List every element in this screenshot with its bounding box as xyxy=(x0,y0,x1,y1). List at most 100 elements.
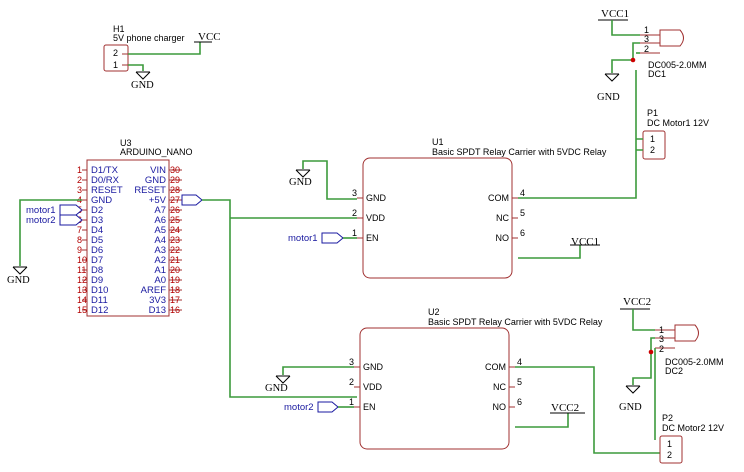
u2-relay[interactable]: U2 Basic SPDT Relay Carrier with 5VDC Re… xyxy=(349,307,603,450)
net-vcc2-dc2: VCC2 xyxy=(623,296,651,308)
u3-pin-number: 28 xyxy=(170,185,180,195)
u3-pin-name: A1 xyxy=(154,265,166,276)
u3-value: ARDUINO_NANO xyxy=(120,147,193,157)
wire-u2-com-p2 xyxy=(515,366,660,454)
wire-5v-u2-vdd xyxy=(202,199,357,398)
u2-pin-name: NO xyxy=(493,402,507,412)
dc2-jack[interactable]: 1 3 2 DC005-2.0MM DC2 xyxy=(655,324,724,376)
p2-motor-connector[interactable]: P2 DC Motor2 12V 1 2 xyxy=(659,413,724,464)
p2-pin-2: 2 xyxy=(667,450,672,460)
p1-body xyxy=(642,130,666,160)
u3-pin-name: D0/RX xyxy=(91,175,120,186)
svg-text:motor1: motor1 xyxy=(288,233,318,244)
u1-pin-number: 4 xyxy=(520,188,525,198)
dc2-ref: DC2 xyxy=(665,366,683,376)
u3-pin-name: D9 xyxy=(91,275,103,286)
u3-pin-name: D1/TX xyxy=(91,165,119,176)
u3-pin-name: D8 xyxy=(91,265,103,276)
svg-text:motor1: motor1 xyxy=(26,205,56,216)
dc2-pin-2: 2 xyxy=(659,344,664,354)
u1-pin-number: 2 xyxy=(352,208,357,218)
u3-pin-name: GND xyxy=(145,175,166,186)
wire-p1 xyxy=(636,138,643,151)
u1-body xyxy=(362,157,513,279)
p1-motor-connector[interactable]: P1 DC Motor1 12V 1 2 xyxy=(642,108,709,160)
u3-body xyxy=(86,159,170,317)
junction-dc2 xyxy=(648,349,654,355)
p1-ref: P1 xyxy=(647,108,658,118)
wire-u3-gnd xyxy=(19,199,82,266)
u3-pin-name: RESET xyxy=(134,185,166,196)
u3-ref: U3 xyxy=(120,138,132,148)
u1-pin-name: NO xyxy=(496,233,510,243)
u1-relay[interactable]: U1 Basic SPDT Relay Carrier with 5VDC Re… xyxy=(352,137,607,279)
u3-pin-name: A6 xyxy=(154,215,166,226)
u3-pin-name: A0 xyxy=(154,275,166,286)
net-flag-motor2-u3[interactable]: motor2 xyxy=(26,214,83,226)
u3-pin-number: 19 xyxy=(170,275,180,285)
u1-pin-name: NC xyxy=(496,213,509,223)
u3-pin-number: 14 xyxy=(77,295,87,305)
u3-pin-name: 3V3 xyxy=(149,295,166,306)
u3-pin-number: 21 xyxy=(170,255,180,265)
u1-pin-number: 6 xyxy=(520,228,525,238)
u3-pin-name: VIN xyxy=(150,165,166,176)
u2-ref: U2 xyxy=(428,307,440,317)
u3-pin-number: 26 xyxy=(170,205,180,215)
u3-pin-name: D4 xyxy=(91,225,103,236)
u3-pin-name: A3 xyxy=(154,245,166,256)
net-vcc1-u1: VCC1 xyxy=(571,236,599,248)
dc1-ref: DC1 xyxy=(648,69,666,79)
p2-ref: P2 xyxy=(662,413,673,423)
u3-arduino-nano[interactable]: U3 ARDUINO_NANO 1D1/TX2D0/RX3RESET4GND5D… xyxy=(77,138,193,317)
u2-pin-name: GND xyxy=(363,362,384,372)
h1-pin-2: 2 xyxy=(113,48,118,58)
u2-pin-number: 5 xyxy=(517,377,522,387)
dc1-value: DC005-2.0MM xyxy=(648,60,707,70)
net-flag-motor2-u2[interactable]: motor2 xyxy=(284,401,339,413)
u1-pin-name: EN xyxy=(366,233,379,243)
net-flag-motor1-u1[interactable]: motor1 xyxy=(288,232,344,244)
u3-pin-name: D5 xyxy=(91,235,103,246)
u3-pin-number: 12 xyxy=(77,275,87,285)
net-flag-5v-u3[interactable] xyxy=(181,194,203,206)
u2-pin-number: 2 xyxy=(349,377,354,387)
p2-body xyxy=(659,435,683,464)
svg-text:GND: GND xyxy=(131,80,154,91)
dc2-value: DC005-2.0MM xyxy=(665,357,724,367)
u3-pin-name: D3 xyxy=(91,215,103,226)
wire-u1-gnd xyxy=(302,160,357,200)
u3-pin-name: D13 xyxy=(149,305,166,316)
u3-pin-name: GND xyxy=(91,195,112,206)
u1-pin-name: VDD xyxy=(366,213,386,223)
h1-value: 5V phone charger xyxy=(113,33,185,43)
p1-value: DC Motor1 12V xyxy=(647,118,709,128)
u2-pin-name: NC xyxy=(493,382,506,392)
u3-pin-number: 22 xyxy=(170,245,180,255)
h1-connector[interactable]: H1 5V phone charger 2 1 xyxy=(103,24,185,72)
u3-pin-number: 11 xyxy=(77,265,86,275)
u3-pin-number: 1 xyxy=(77,165,82,175)
svg-text:GND: GND xyxy=(619,402,642,413)
dc1-jack[interactable]: 1 3 2 DC005-2.0MM DC1 xyxy=(640,25,707,79)
u1-ref: U1 xyxy=(432,137,444,147)
u3-pin-number: 10 xyxy=(77,255,87,265)
u1-pin-number: 3 xyxy=(352,188,357,198)
net-flag-motor1-u3[interactable]: motor1 xyxy=(26,204,83,216)
svg-text:GND: GND xyxy=(597,92,620,103)
u3-pin-number: 29 xyxy=(170,175,180,185)
net-vcc1-dc1: VCC1 xyxy=(601,8,629,20)
wire-u2-no-vcc2 xyxy=(515,413,569,428)
svg-text:GND: GND xyxy=(265,383,288,394)
wire-u1-com-dc1 xyxy=(518,70,637,199)
u2-pin-name: COM xyxy=(485,362,506,372)
wire-dc1-gnd xyxy=(611,42,640,73)
gnd-symbol-dc1: GND xyxy=(597,73,620,103)
u3-pin-number: 9 xyxy=(77,245,82,255)
u2-pin-number: 6 xyxy=(517,397,522,407)
svg-text:motor2: motor2 xyxy=(284,402,314,413)
u2-pin-name: VDD xyxy=(363,382,383,392)
dc1-pin-3: 3 xyxy=(644,34,649,44)
